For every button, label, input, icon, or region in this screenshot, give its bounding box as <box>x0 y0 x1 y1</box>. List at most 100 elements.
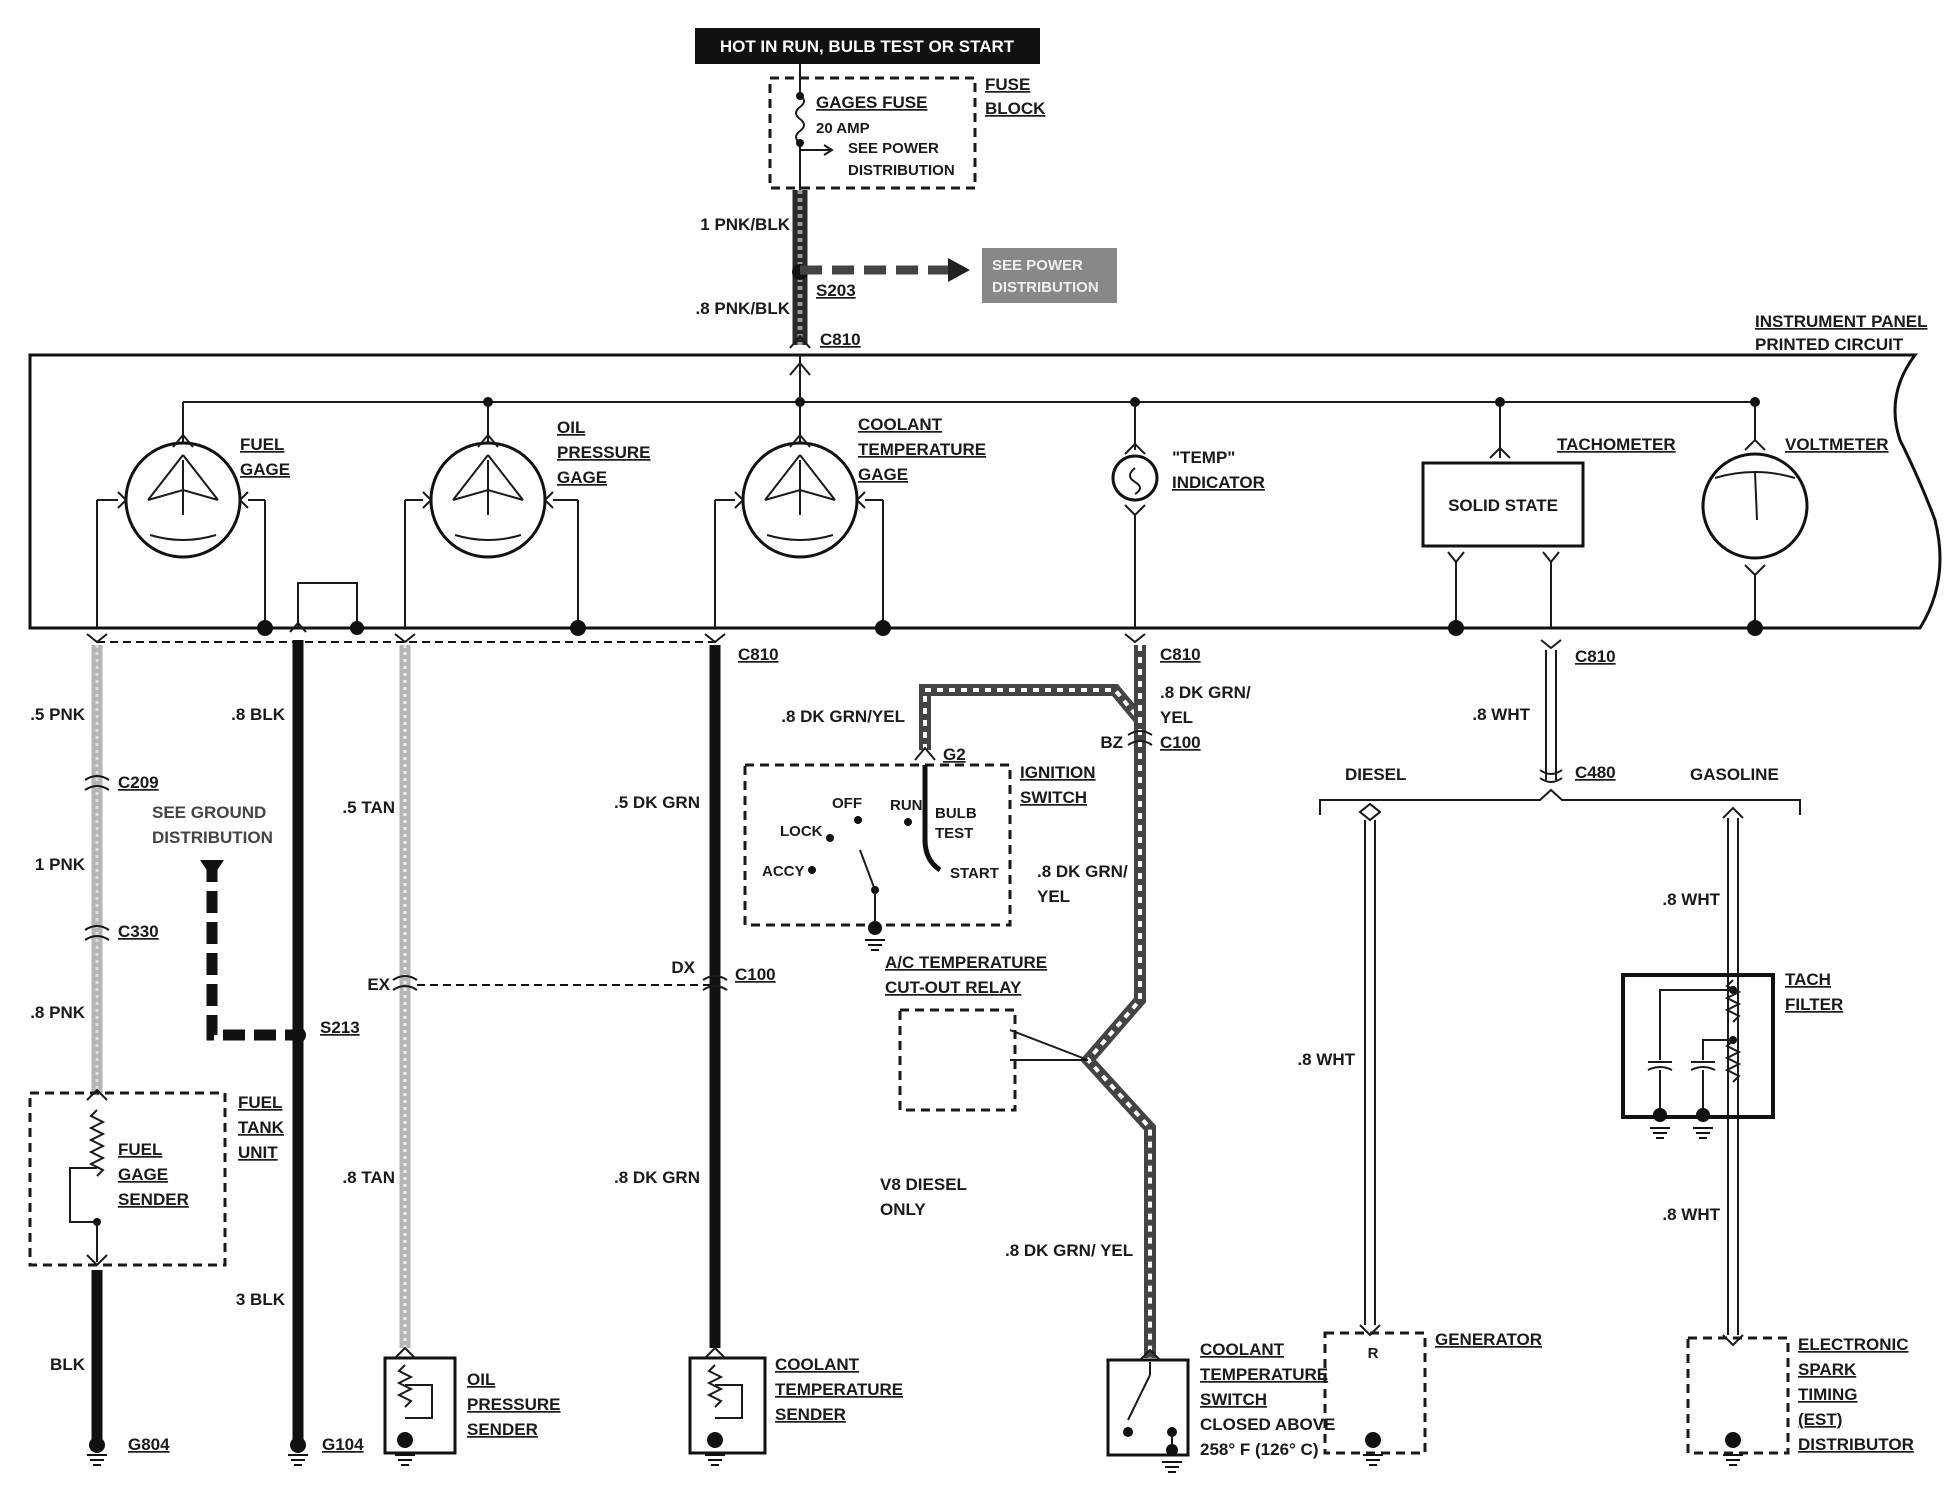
label-ignition-sw2: SWITCH <box>1020 788 1087 807</box>
oil-pressure-gage-icon: OIL PRESSURE GAGE <box>404 402 651 636</box>
label-tach-circuit-diesel: DIESEL <box>1345 765 1406 784</box>
label-temp-circuit-sw1: COOLANT <box>1200 1340 1285 1359</box>
label-fuel-circuit-sender1: FUEL <box>118 1140 162 1159</box>
label-temp-circuit-v8b: ONLY <box>880 1200 926 1219</box>
label-ignition-w1: .8 DK GRN/YEL <box>781 707 905 726</box>
label-wires-top-s203: S203 <box>816 281 856 300</box>
label-fuse-rating: 20 AMP <box>816 120 870 137</box>
coolant-temperature-gage-icon: COOLANT TEMPERATURE GAGE <box>714 402 986 636</box>
label-fuel-circuit-sender3: SENDER <box>118 1190 189 1209</box>
label-gauges-tach: TACHOMETER <box>1557 435 1676 454</box>
label-gauges-temp2: INDICATOR <box>1172 473 1265 492</box>
oil-circuit: .5 TAN EX .8 TAN OIL PRESSURE SENDER <box>342 633 710 1466</box>
label-panel-t1: INSTRUMENT PANEL <box>1755 312 1928 331</box>
label-fuel-circuit-g804: G804 <box>128 1435 170 1454</box>
label-gauges-cool3: GAGE <box>858 465 908 484</box>
label-tach-circuit-est2: SPARK <box>1798 1360 1857 1379</box>
label-coolant-circuit-c100: C100 <box>735 965 776 984</box>
label-fuse-block2: BLOCK <box>985 99 1046 118</box>
label-tach-circuit-est3: TIMING <box>1798 1385 1858 1404</box>
label-ground-w1: .8 BLK <box>231 705 286 724</box>
label-wires-top-see2: DISTRIBUTION <box>992 279 1099 296</box>
label-coolant-circuit-dx: DX <box>671 958 695 977</box>
label-temp-circuit-relay1: A/C TEMPERATURE <box>885 953 1047 972</box>
ground-circuit: SEE GROUND DISTRIBUTION .8 BLK S213 3 BL… <box>152 640 364 1466</box>
tach-circuit: C810 .8 WHT C480 DIESEL GASOLINE .8 WHT … <box>1297 639 1914 1466</box>
label-coolant-circuit-w1: .5 DK GRN <box>614 793 700 812</box>
fuel-circuit: .5 PNK C209 1 PNK C330 .8 PNK FUEL GAGE … <box>28 633 285 1466</box>
label-wires-top-w1: 1 PNK/BLK <box>700 215 790 234</box>
label-tach-circuit-w1: .8 WHT <box>1472 705 1530 724</box>
label-tach-circuit-r: R <box>1368 1345 1379 1362</box>
label-ground-g104: G104 <box>322 1435 364 1454</box>
instrument-panel: INSTRUMENT PANEL PRINTED CIRCUIT <box>28 312 1942 630</box>
label-fuel-circuit-c330: C330 <box>118 922 159 941</box>
label-fuel-circuit-blk: BLK <box>50 1355 86 1374</box>
label-temp-circuit-v8a: V8 DIESEL <box>880 1175 967 1194</box>
label-tach-circuit-filter1: TACH <box>1785 970 1831 989</box>
label-fuel-circuit-w2: 1 PNK <box>35 855 86 874</box>
label-temp-circuit-w1b: YEL <box>1160 708 1193 727</box>
label-fuel-circuit-c209: C209 <box>118 773 159 792</box>
label-gauges-oil1: OIL <box>557 418 585 437</box>
label-gauges-oil2: PRESSURE <box>557 443 651 462</box>
label-temp-circuit-sw5: 258° F (126° C) <box>1200 1440 1318 1459</box>
label-gauges-fuel2: GAGE <box>240 460 290 479</box>
label-tach-circuit-c480: C480 <box>1575 763 1616 782</box>
label-temp-circuit-sw2: TEMPERATURE <box>1200 1365 1328 1384</box>
label-gauges-volt: VOLTMETER <box>1785 435 1889 454</box>
temp-indicator-circuit: C810 .8 DK GRN/ YEL BZ C100 .8 DK GRN/ Y… <box>880 633 1335 1473</box>
coolant-circuit: C810 .5 DK GRN DX C100 .8 DK GRN COOLANT… <box>614 633 903 1466</box>
label-ignition-bulb1: BULB <box>935 805 977 822</box>
label-coolant-circuit-s2: TEMPERATURE <box>775 1380 903 1399</box>
label-ground-w2: 3 BLK <box>236 1290 286 1309</box>
label-oil-circuit-w1: .5 TAN <box>342 798 395 817</box>
label-gauges-fuel1: FUEL <box>240 435 284 454</box>
label-coolant-circuit-s1: COOLANT <box>775 1355 860 1374</box>
label-ground-see1: SEE GROUND <box>152 803 266 822</box>
label-coolant-circuit-s3: SENDER <box>775 1405 846 1424</box>
label-temp-circuit-c100: C100 <box>1160 733 1201 752</box>
label-fuse-block1: FUSE <box>985 75 1030 94</box>
label-fuel-circuit-w1: .5 PNK <box>30 705 86 724</box>
label-ground-s213: S213 <box>320 1018 360 1037</box>
label-fuel-circuit-unit3: UNIT <box>238 1143 278 1162</box>
label-temp-circuit-sw4: CLOSED ABOVE <box>1200 1415 1335 1434</box>
label-tach-circuit-w-diesel: .8 WHT <box>1297 1050 1355 1069</box>
label-banner: HOT IN RUN, BULB TEST OR START <box>720 37 1015 56</box>
label-temp-circuit-w1a: .8 DK GRN/ <box>1160 683 1251 702</box>
label-fuel-circuit-sender2: GAGE <box>118 1165 168 1184</box>
label-fuel-circuit-unit2: TANK <box>238 1118 285 1137</box>
label-ignition-g2: G2 <box>943 745 966 764</box>
label-tach-circuit-w-g1: .8 WHT <box>1662 890 1720 909</box>
label-tach-circuit-gen: GENERATOR <box>1435 1330 1542 1349</box>
label-temp-circuit-c810: C810 <box>1160 645 1201 664</box>
voltmeter-icon: VOLTMETER <box>1701 402 1889 636</box>
label-oil-circuit-s3: SENDER <box>467 1420 538 1439</box>
label-fuel-circuit-unit1: FUEL <box>238 1093 282 1112</box>
label-temp-circuit-bz: BZ <box>1100 733 1123 752</box>
label-wires-top-c810: C810 <box>820 330 861 349</box>
label-ignition-off: OFF <box>832 795 862 812</box>
label-temp-circuit-w2a: .8 DK GRN/ <box>1037 862 1128 881</box>
label-gauges-solid: SOLID STATE <box>1448 496 1558 515</box>
label-ignition-bulb2: TEST <box>935 825 973 842</box>
label-ignition-run: RUN <box>890 797 923 814</box>
label-coolant-circuit-c810: C810 <box>738 645 779 664</box>
label-tach-circuit-w-g2: .8 WHT <box>1662 1205 1720 1224</box>
label-panel-t2: PRINTED CIRCUIT <box>1755 335 1904 354</box>
label-oil-circuit-s2: PRESSURE <box>467 1395 561 1414</box>
label-ignition-sw1: IGNITION <box>1020 763 1096 782</box>
label-fuel-circuit-w3: .8 PNK <box>30 1003 86 1022</box>
label-fuse-see2: DISTRIBUTION <box>848 162 955 179</box>
label-fuse-see1: SEE POWER <box>848 140 939 157</box>
label-oil-circuit-s1: OIL <box>467 1370 495 1389</box>
power-banner: HOT IN RUN, BULB TEST OR START <box>695 28 1040 64</box>
label-fuse-name: GAGES FUSE <box>816 93 927 112</box>
label-ignition-lock: LOCK <box>780 823 823 840</box>
pnk-blk-feed: SEE POWER DISTRIBUTION 1 PNK/BLK .8 PNK/… <box>696 190 1117 349</box>
label-wires-top-see1: SEE POWER <box>992 257 1083 274</box>
ignition-switch: .8 DK GRN/YEL G2 OFF RUN BULB TEST LOCK … <box>743 684 1145 951</box>
label-tach-circuit-est5: DISTRIBUTOR <box>1798 1435 1914 1454</box>
label-tach-circuit-c810: C810 <box>1575 647 1616 666</box>
